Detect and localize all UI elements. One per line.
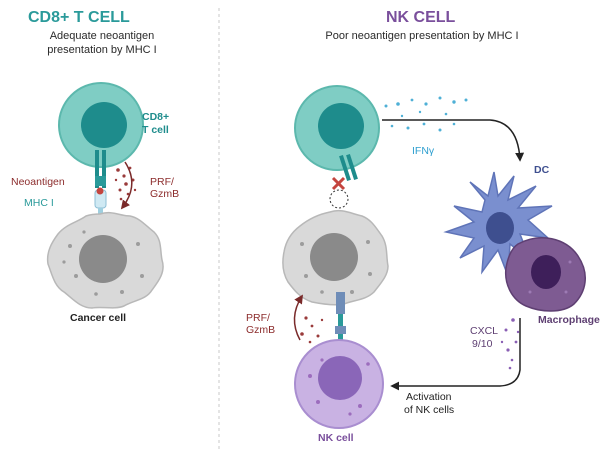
cancer-cell-label: Cancer cell — [70, 312, 127, 324]
neoantigen-label: Neoantigen — [11, 176, 65, 188]
dc-label: DC — [534, 164, 550, 176]
nk-upper-cell — [294, 85, 380, 171]
cancer-cell-right — [282, 209, 389, 306]
prf-arrow-left — [120, 161, 133, 210]
macrophage-label: Macrophage — [538, 314, 600, 326]
nk-receptor — [335, 292, 346, 344]
cd8-t-cell — [58, 82, 144, 168]
left-subtitle-line1: Adequate neoantigen — [49, 30, 155, 42]
nk-cell-label: NK cell — [318, 432, 354, 444]
activation-line1: Activation — [406, 391, 452, 403]
right-prf-line1: PRF/ — [246, 312, 270, 324]
tcell-label-line1: CD8+ — [142, 111, 170, 123]
tcell-label-line2: T cell — [142, 124, 169, 136]
activation-line2: of NK cells — [404, 404, 455, 416]
mhc-label: MHC I — [24, 197, 54, 209]
left-prf-line1: PRF/ — [150, 176, 174, 188]
cxcl-line1: CXCL — [470, 325, 499, 337]
cancer-cell-left — [46, 211, 164, 309]
granzyme-dots-right — [300, 316, 324, 344]
granzyme-dots-left — [114, 166, 137, 201]
ifn-label: IFNγ — [412, 145, 435, 157]
left-heading: CD8+ T CELL — [28, 9, 130, 26]
left-subtitle-line2: presentation by MHC I — [47, 44, 157, 56]
right-prf-line2: GzmB — [246, 324, 276, 336]
missing-mhc-marker — [329, 176, 349, 209]
right-subtitle: Poor neoantigen presentation by MHC I — [325, 30, 519, 42]
ifn-dots — [384, 96, 468, 132]
left-prf-line2: GzmB — [150, 188, 180, 200]
ifn-arrow — [382, 119, 525, 162]
right-heading: NK CELL — [386, 9, 456, 26]
cxcl-line2: 9/10 — [472, 338, 493, 350]
activation-arrow — [390, 318, 521, 391]
nk-cell — [294, 339, 384, 429]
macrophage — [504, 237, 586, 312]
tcr-receptor-right — [339, 154, 358, 181]
tcr-receptor — [95, 150, 106, 188]
prf-arrow-right — [293, 294, 303, 341]
cxcl-dots — [500, 318, 520, 370]
